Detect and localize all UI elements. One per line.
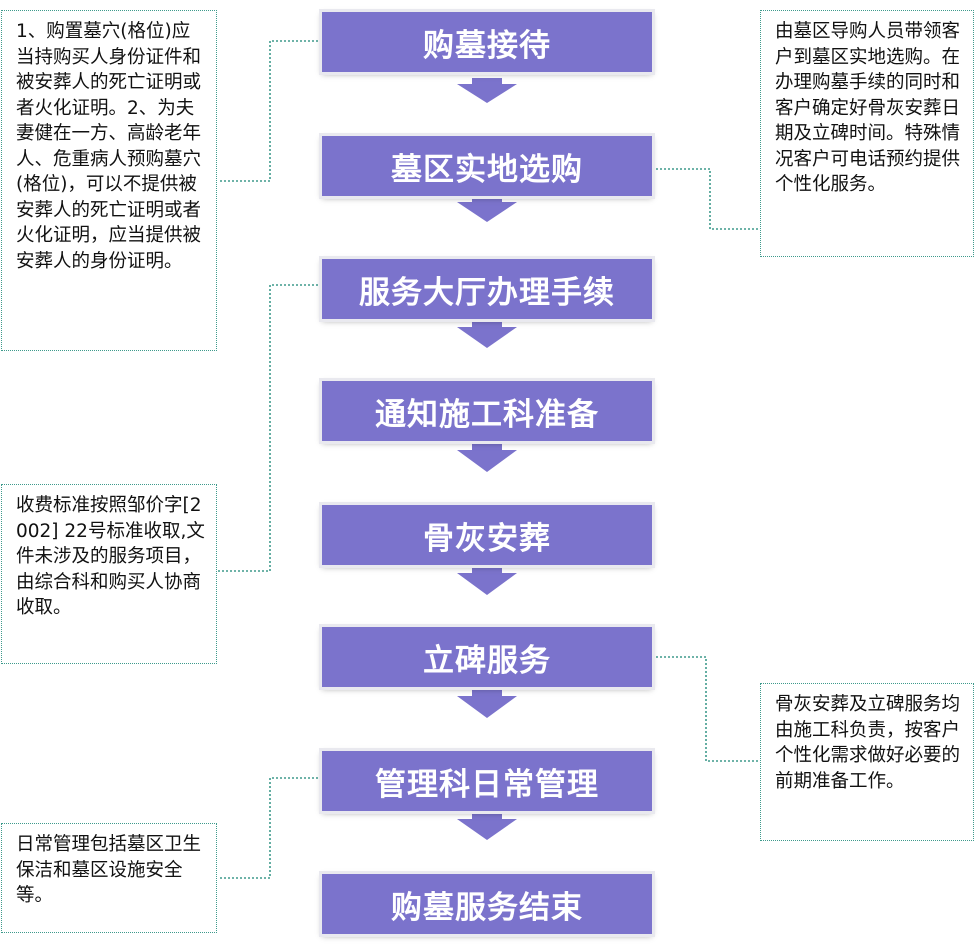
note-connectors [218, 40, 760, 879]
step-ash-burial: 骨灰安葬 [322, 505, 652, 565]
step-daily-management: 管理科日常管理 [322, 751, 652, 811]
flow-arrow [457, 812, 517, 840]
connector-note-3 [218, 284, 322, 572]
connector-note-4 [652, 656, 760, 762]
flow-arrows [457, 78, 517, 840]
note-daily-management: 日常管理包括墓区卫生保洁和墓区设施安全等。 [1, 823, 217, 933]
note-fee-standard: 收费标准按照邹价字[2002] 22号标准收取,文件未涉及的服务项目，由综合科和… [1, 484, 217, 664]
step-service-hall: 服务大厅办理手续 [322, 259, 652, 319]
step-service-end: 购墓服务结束 [322, 874, 652, 934]
connector-note-2 [652, 168, 760, 230]
step-tombstone-service: 立碑服务 [322, 627, 652, 687]
step-site-selection: 墓区实地选购 [322, 136, 652, 196]
flow-arrow [457, 442, 517, 472]
step-notify-construction: 通知施工科准备 [322, 381, 652, 441]
connector-note-1 [218, 40, 322, 182]
note-purchase-requirements: 1、购置墓穴(格位)应当持购买人身份证件和被安葬人的死亡证明或者火化证明。2、为… [1, 10, 217, 351]
note-site-selection: 由墓区导购人员带领客户到墓区实地选购。在办理购墓手续的同时和客户确定好骨灰安葬日… [760, 10, 974, 257]
step-purchase-reception: 购墓接待 [322, 12, 652, 72]
flow-arrow [457, 688, 517, 718]
flow-arrow [457, 566, 517, 595]
flow-arrow [457, 320, 517, 348]
connector-note-5 [218, 777, 322, 879]
note-construction-dept: 骨灰安葬及立碑服务均由施工科负责，按客户个性化需求做好必要的前期准备工作。 [760, 683, 974, 841]
flow-arrow [457, 78, 517, 103]
flow-arrow [457, 196, 517, 222]
